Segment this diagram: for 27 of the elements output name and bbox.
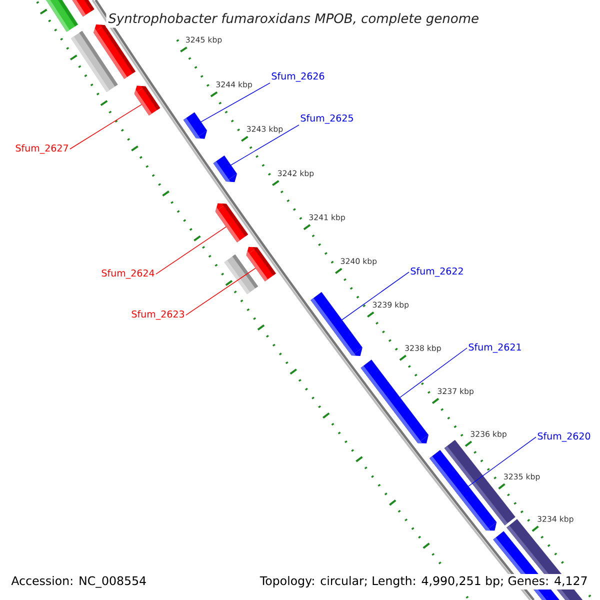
- leader-line: [186, 268, 256, 316]
- leader-line: [342, 272, 410, 320]
- gene-label: Sfum_2622: [410, 267, 463, 277]
- leader-line: [400, 348, 468, 398]
- gene-feature: [183, 112, 208, 139]
- gene-label: Sfum_2625: [300, 114, 353, 124]
- gene-feature: [215, 203, 248, 242]
- gene-label: Sfum_2624: [102, 269, 154, 279]
- gene-feature: [134, 86, 160, 116]
- gene-label: Sfum_2623: [132, 310, 184, 320]
- gene-label: Sfum_2621: [468, 343, 521, 353]
- gene-feature: [213, 156, 238, 182]
- leader-line: [200, 82, 270, 122]
- leader-line: [156, 226, 226, 274]
- gene-feature: [360, 360, 429, 444]
- gene-label: Sfum_2627: [16, 144, 68, 154]
- leader-line: [70, 104, 142, 150]
- gene-label: Sfum_2626: [272, 72, 324, 82]
- gene-feature: [310, 292, 362, 356]
- footer-text: Topology: circular; Length: 4,990,251 bp; Genes: 4,127: [258, 574, 590, 590]
- gene-feature: [429, 450, 497, 531]
- gene-label: Sfum_2620: [538, 432, 590, 442]
- leader-line: [468, 436, 536, 487]
- leader-line: [230, 124, 300, 166]
- title: Syntrophobacter fumaroxidans MPOB, complete genome: [106, 11, 481, 28]
- gene-feature: [246, 246, 276, 282]
- footer-text: Accession: NC_008554: [9, 574, 149, 590]
